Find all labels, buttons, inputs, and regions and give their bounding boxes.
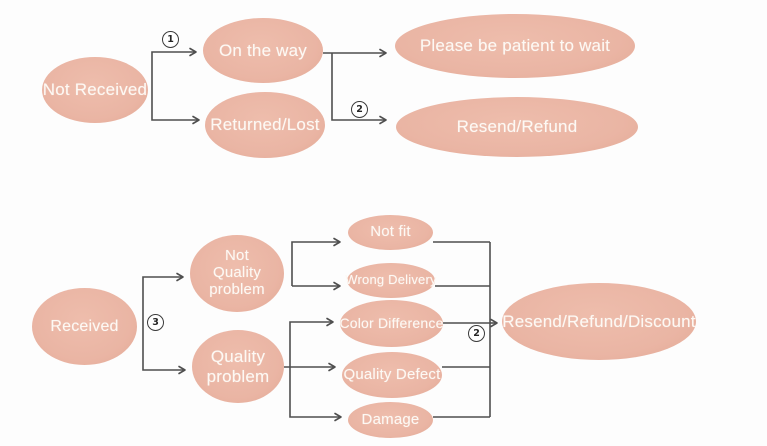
node-wrong-delivery: Wrong Delivery bbox=[345, 263, 437, 298]
edge-received-to-not-quality bbox=[142, 272, 184, 326]
edge-received-to-quality bbox=[142, 326, 186, 375]
node-returned-lost: Returned/Lost bbox=[205, 92, 325, 158]
edge-not-received-to-on-the-way bbox=[151, 47, 197, 90]
node-not-received: Not Received bbox=[42, 57, 148, 123]
node-quality-problem: Quality problem bbox=[192, 330, 284, 403]
node-not-quality-problem: Not Quality problem bbox=[190, 235, 284, 312]
node-not-fit: Not fit bbox=[348, 215, 433, 250]
node-resend-refund: Resend/Refund bbox=[396, 97, 638, 157]
node-received: Received bbox=[32, 288, 137, 365]
edge-to-resend-refund bbox=[331, 53, 387, 125]
step-label-2-bottom: 2 bbox=[468, 325, 485, 342]
edge-not-quality-to-not-fit bbox=[291, 237, 341, 286]
edge-quality-to-damage bbox=[289, 367, 342, 422]
node-on-the-way: On the way bbox=[203, 18, 323, 83]
node-color-difference: Color Difference bbox=[339, 300, 443, 347]
step-label-3: 3 bbox=[147, 314, 164, 331]
step-label-2-top: 2 bbox=[351, 101, 368, 118]
node-quality-defect: Quality Defect bbox=[342, 352, 442, 398]
node-resend-refund-discount: Resend/Refund/Discount bbox=[502, 283, 696, 360]
step-label-1: 1 bbox=[162, 31, 179, 48]
node-damage: Damage bbox=[348, 402, 433, 438]
edge-not-received-to-returned-lost bbox=[151, 90, 200, 125]
edge-quality-to-color-difference bbox=[289, 317, 334, 367]
node-please-be-patient: Please be patient to wait bbox=[395, 14, 635, 78]
